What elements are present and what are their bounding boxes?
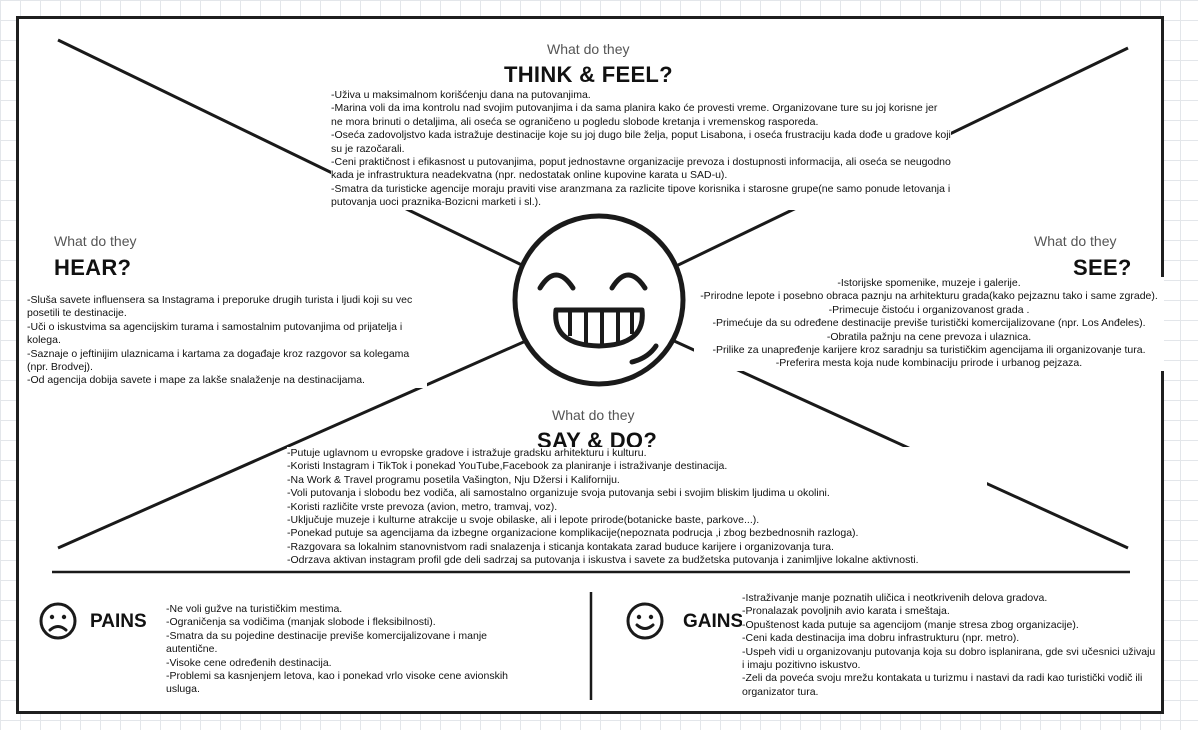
gains-item: -Opuštenost kada putuje sa agencijom (ma… — [742, 618, 1079, 631]
say-do-item: -Ponekad putuje sa agencijama da izbegne… — [287, 527, 859, 540]
see-item: -Prirodne lepote i posebno obraca paznju… — [700, 290, 1158, 303]
say-do-item: -Putuje uglavnom u evropske gradove i is… — [287, 447, 647, 459]
see-notes: -Istorijske spomenike, muzeje i galerije… — [694, 277, 1164, 371]
think-feel-item: -Oseća zadovoljstvo kada istražuje desti… — [331, 129, 951, 155]
pains-item: -Visoke cene određenih destinacija. — [166, 656, 332, 669]
happy-face-icon — [626, 602, 664, 640]
see-item: -Obratila pažnju na cene prevoza i ulazn… — [826, 330, 1032, 343]
pains-item: -Ograničenja sa vodičima (manjak slobode… — [166, 616, 436, 629]
gains-item: -Istraživanje manje poznatih uličica i n… — [742, 592, 1048, 604]
say-do-item: -Koristi različite vrste prevoza (avion,… — [287, 500, 558, 513]
hear-item: -Saznaje o jeftinijim ulaznicama i karta… — [27, 347, 410, 374]
see-item: -Primecuje čistoću i organizovanost grad… — [828, 303, 1030, 316]
think-feel-item: -Uživa u maksimalnom korišćenju dana na … — [331, 89, 591, 101]
hear-item: -Uči o iskustvima sa agencijskim turama … — [27, 320, 403, 347]
say-do-subtitle: What do they — [552, 407, 635, 423]
pains-item: -Problemi sa kasnjenjem letova, kao i po… — [166, 670, 509, 696]
gains-title: GAINS — [683, 611, 744, 632]
pains-notes: -Ne voli gužve na turističkim mestima. -… — [166, 603, 531, 697]
say-do-item: -Odrzava aktivan instagram profil gde de… — [287, 554, 919, 567]
think-feel-notes: -Uživa u maksimalnom korišćenju dana na … — [331, 89, 951, 210]
pains-item: -Ne voli gužve na turističkim mestima. — [166, 603, 343, 615]
see-item: -Istorijske spomenike, muzeje i galerije… — [837, 277, 1021, 289]
think-feel-item: -Ceni praktičnost i efikasnost u putovan… — [331, 156, 951, 182]
diagonal-bottom-left — [57, 338, 529, 550]
gains-item: -Zeli da poveća svoju mrežu kontakata u … — [742, 672, 1143, 698]
diagonal-top-left — [57, 38, 529, 270]
hear-title: HEAR? — [54, 255, 132, 280]
hear-subtitle: What do they — [54, 233, 137, 249]
hear-item: -Od agencija dobija savete i mape za lak… — [27, 374, 365, 387]
say-do-notes: -Putuje uglavnom u evropske gradove i is… — [287, 447, 987, 568]
see-item: -Primećuje da su određene destinacije pr… — [712, 317, 1146, 330]
say-do-item: -Na Work & Travel programu posetila Vaši… — [287, 473, 620, 486]
see-title: SEE? — [1073, 255, 1132, 280]
think-feel-title: THINK & FEEL? — [504, 62, 673, 87]
hear-item: -Sluša savete influensera sa Instagrama … — [27, 294, 413, 320]
gains-item: -Ceni kada destinacija ima dobru infrast… — [742, 632, 1020, 645]
gains-item: -Uspeh vidi u organizovanju putovanja ko… — [742, 645, 1156, 672]
sad-face-icon — [39, 602, 77, 640]
gains-notes: -Istraživanje manje poznatih uličica i n… — [742, 592, 1157, 700]
pains-title: PAINS — [90, 611, 147, 632]
think-feel-item: -Smatra da turisticke agencije moraju pr… — [331, 182, 951, 209]
think-feel-subtitle: What do they — [547, 41, 630, 57]
see-item: -Prilike za unapređenje karijere kroz sa… — [712, 344, 1146, 357]
say-do-item: -Razgovara sa lokalnim stanovnistvom rad… — [287, 540, 834, 553]
gains-item: -Pronalazak povoljnih avio karata i smeš… — [742, 605, 950, 618]
say-do-item: -Koristi Instagram i TikTok i ponekad Yo… — [287, 460, 728, 473]
diagonal-bottom-right — [671, 338, 1129, 550]
think-feel-item: -Marina voli da ima kontrolu nad svojim … — [331, 102, 938, 128]
see-item: -Preferira mesta koja nude kombinaciju p… — [775, 357, 1083, 370]
smiling-face-icon — [512, 213, 686, 387]
hear-notes: -Sluša savete influensera sa Instagrama … — [27, 294, 427, 388]
pains-item: -Smatra da su pojedine destinacije previ… — [166, 629, 487, 656]
say-do-item: -Voli putovanja i slobodu bez vodiča, al… — [287, 487, 830, 500]
see-subtitle: What do they — [1034, 233, 1117, 249]
say-do-item: -Uključuje muzeje i kulturne atrakcije u… — [287, 514, 760, 527]
